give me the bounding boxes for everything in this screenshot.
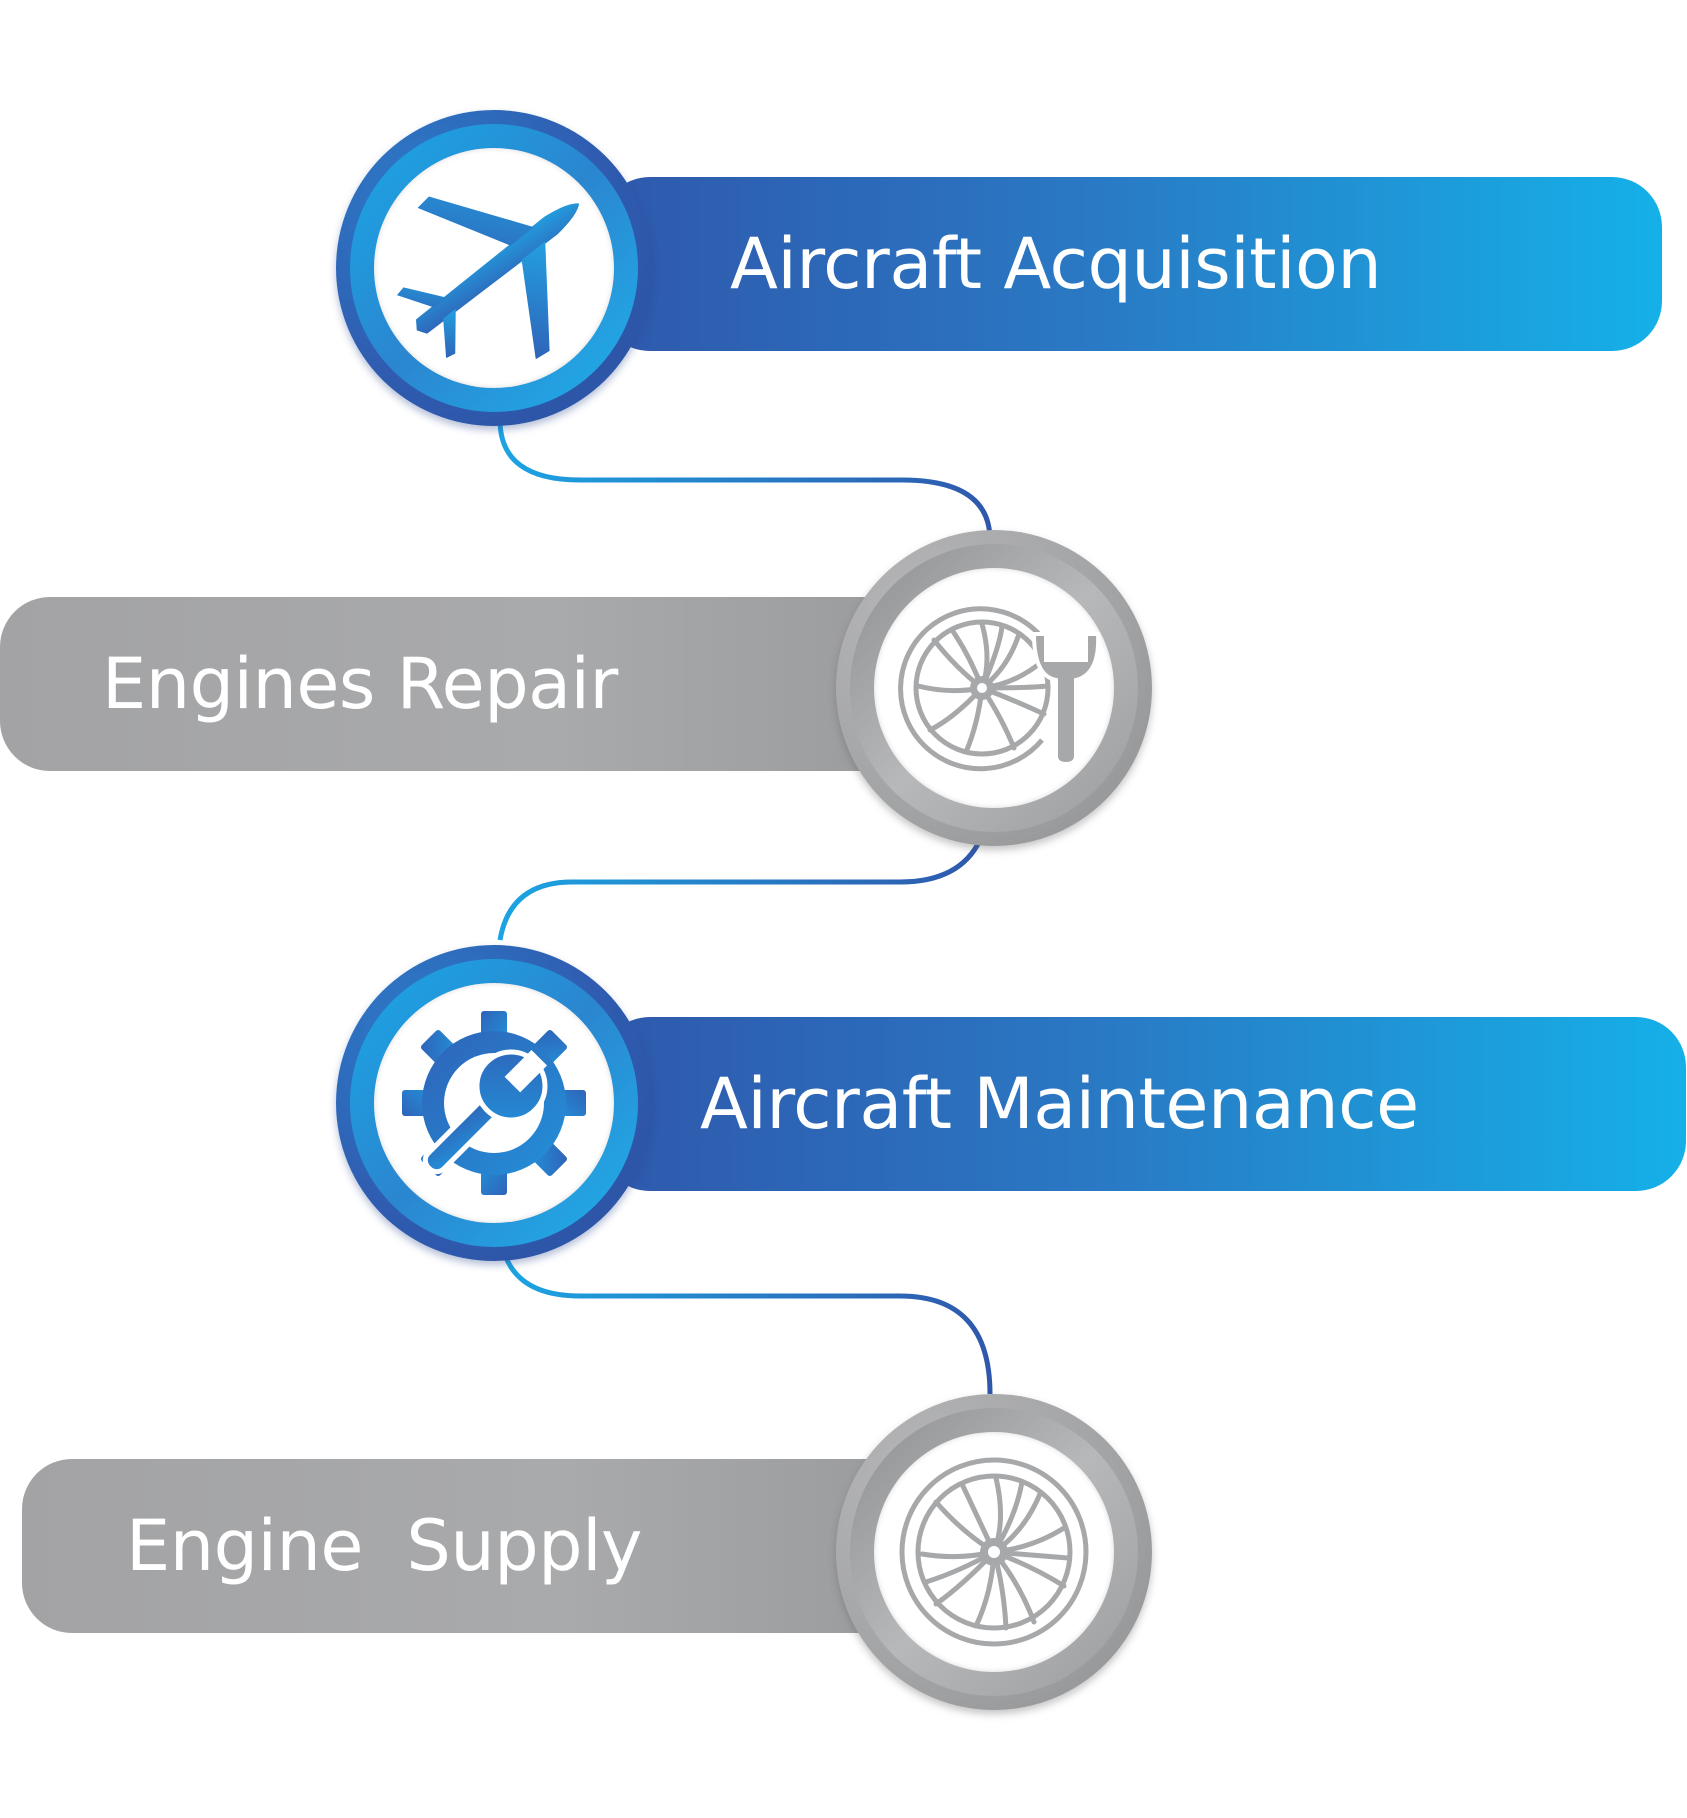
- step-node-2: [836, 530, 1152, 846]
- step-bar-engine-supply: Engine Supply: [22, 1459, 922, 1633]
- step-node-4: [836, 1394, 1152, 1710]
- engine-fan-icon: [899, 1457, 1089, 1647]
- step-bar-aircraft-acquisition: Aircraft Acquisition: [600, 177, 1662, 351]
- step-label: Aircraft Acquisition: [730, 223, 1382, 305]
- engine-wrench-icon: [898, 606, 1101, 772]
- gear-wrench-icon: [402, 1011, 586, 1195]
- connector-1-2: [497, 419, 993, 541]
- step-bar-aircraft-maintenance: Aircraft Maintenance: [600, 1017, 1686, 1191]
- step-bar-engines-repair: Engines Repair: [0, 597, 920, 771]
- step-label: Aircraft Maintenance: [700, 1063, 1419, 1145]
- connector-2-3: [497, 838, 983, 941]
- step-label: Engines Repair: [102, 643, 618, 725]
- connector-3-4: [502, 1254, 993, 1395]
- step-node-3: [336, 945, 652, 1261]
- step-node-1: [336, 110, 652, 426]
- airplane-icon: [396, 196, 580, 360]
- step-label: Engine Supply: [126, 1505, 642, 1587]
